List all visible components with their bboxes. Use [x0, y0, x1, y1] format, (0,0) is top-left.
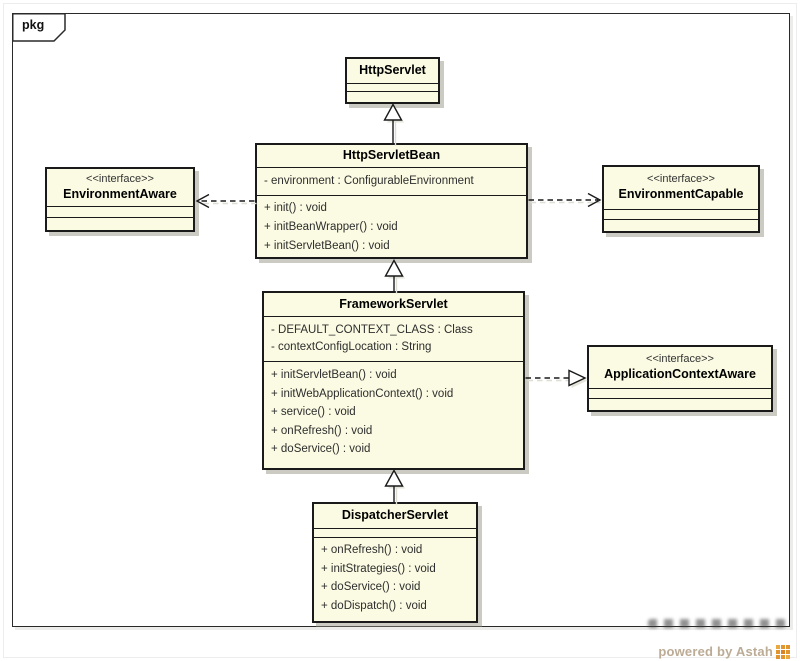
class-name: EnvironmentAware [63, 186, 177, 201]
interface-applicationcontextaware[interactable]: <<interface>> ApplicationContextAware [587, 345, 773, 412]
stereotype-label: <<interface>> [647, 173, 715, 186]
class-name: FrameworkServlet [339, 296, 448, 311]
attribute: - environment : ConfigurableEnvironment [264, 175, 474, 187]
method: + init() : void [264, 202, 327, 214]
methods-compartment [47, 218, 193, 230]
method: + initServletBean() : void [271, 369, 397, 381]
method: + onRefresh() : void [321, 544, 423, 556]
methods-compartment [604, 220, 758, 231]
interface-environmentaware[interactable]: <<interface>> EnvironmentAware [45, 167, 195, 232]
stereotype-label: <<interface>> [646, 352, 714, 365]
compartment-separator [264, 361, 523, 362]
methods-compartment [347, 92, 438, 102]
class-name: DispatcherServlet [341, 508, 449, 523]
class-name: HttpServletBean [342, 148, 441, 163]
attributes-compartment [347, 84, 438, 91]
compartment-separator [47, 206, 193, 207]
attribute: - DEFAULT_CONTEXT_CLASS : Class [271, 324, 473, 336]
compartment-separator [314, 537, 476, 538]
compartment-separator [604, 219, 758, 220]
methods-compartment: + init() : void + initBeanWrapper() : vo… [257, 196, 526, 257]
compartment-separator [347, 91, 438, 92]
interface-environmentcapable[interactable]: <<interface>> EnvironmentCapable [602, 165, 760, 233]
astah-logo-icon [776, 644, 790, 659]
class-frameworkservlet[interactable]: FrameworkServlet - DEFAULT_CONTEXT_CLASS… [262, 291, 525, 470]
diagram-frame [12, 13, 790, 627]
frame-name-label: pkg [22, 18, 45, 32]
powered-by-text: powered by Astah [658, 644, 773, 659]
method: + initWebApplicationContext() : void [271, 387, 454, 400]
method: + initServletBean() : void [264, 240, 390, 252]
attributes-compartment [604, 210, 758, 219]
method: + initStrategies() : void [321, 562, 436, 575]
methods-compartment: + onRefresh() : void + initStrategies() … [314, 538, 476, 621]
attributes-compartment [314, 529, 476, 537]
compartment-separator [589, 398, 771, 399]
method: + doDispatch() : void [321, 599, 427, 612]
compartment-separator [257, 167, 526, 168]
compartment-separator [47, 217, 193, 218]
methods-compartment [589, 399, 771, 410]
attribute: - contextConfigLocation : String [271, 341, 432, 353]
class-name: ApplicationContextAware [604, 366, 756, 381]
method: + doService() : void [321, 581, 421, 593]
class-dispatcherservlet[interactable]: DispatcherServlet + onRefresh() : void +… [312, 502, 478, 623]
methods-compartment: + initServletBean() : void + initWebAppl… [264, 362, 523, 468]
method: + initBeanWrapper() : void [264, 221, 398, 233]
class-httpservlet[interactable]: HttpServlet [345, 57, 440, 104]
powered-by-watermark: powered by Astah [658, 644, 790, 659]
attributes-compartment: - DEFAULT_CONTEXT_CLASS : Class - contex… [264, 317, 523, 361]
class-httpservletbean[interactable]: HttpServletBean - environment : Configur… [255, 143, 528, 259]
compartment-separator [347, 83, 438, 84]
method: + onRefresh() : void [271, 424, 373, 437]
compartment-separator [264, 316, 523, 317]
compartment-separator [589, 388, 771, 389]
compartment-separator [257, 195, 526, 196]
method: + doService() : void [271, 443, 371, 455]
attributes-compartment [47, 207, 193, 217]
method: + service() : void [271, 406, 356, 418]
attributes-compartment: - environment : ConfigurableEnvironment [257, 168, 526, 195]
frame-name-tab[interactable] [12, 13, 68, 42]
stereotype-label: <<interface>> [86, 172, 154, 185]
class-name: EnvironmentCapable [618, 187, 744, 202]
compartment-separator [314, 528, 476, 529]
class-name: HttpServlet [359, 63, 426, 78]
attributes-compartment [589, 389, 771, 398]
compartment-separator [604, 209, 758, 210]
